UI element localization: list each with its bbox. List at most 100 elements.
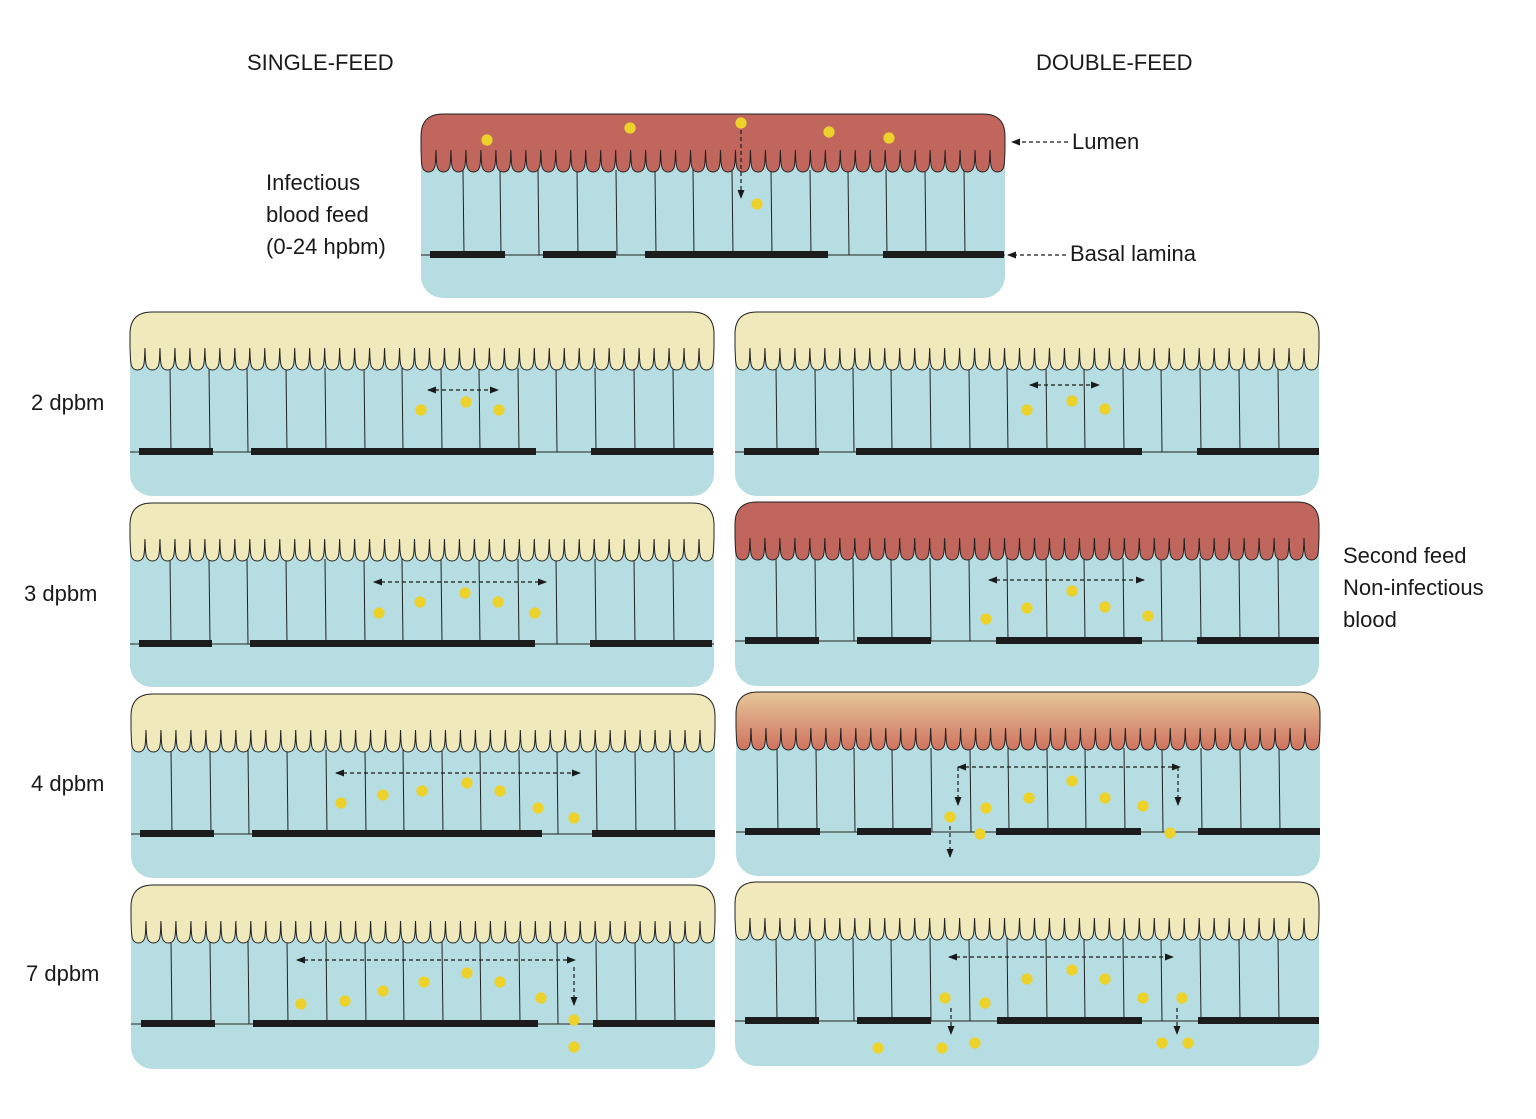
virus-particle-icon (1099, 973, 1111, 985)
cell-border (963, 169, 966, 256)
cell-border (1238, 367, 1241, 453)
cell-border (246, 558, 249, 645)
cell-border (208, 367, 211, 453)
basal-lamina-segment (1198, 1017, 1319, 1024)
virus-particle-icon (568, 1014, 580, 1026)
cell-border (853, 747, 856, 833)
cell-border (170, 940, 173, 1025)
virus-particle-icon (1164, 827, 1176, 839)
cell-border (517, 558, 520, 645)
cell-border (1122, 937, 1125, 1022)
virus-particle-icon (944, 811, 956, 823)
cell-border (364, 940, 367, 1025)
panel-double-3dpbm (734, 501, 1320, 686)
cell-border (169, 558, 172, 645)
basal-lamina-segment (744, 448, 819, 455)
virus-particle-icon (335, 797, 347, 809)
cell-border (441, 749, 444, 835)
basal-lamina-segment (251, 448, 536, 455)
cell-border (775, 367, 778, 453)
cell-border (968, 937, 971, 1022)
basal-lamina-segment (139, 448, 213, 455)
basal-lamina-segment (1198, 828, 1320, 835)
cell-border (1239, 747, 1242, 833)
cell-border (285, 558, 288, 645)
virus-particle-icon (1021, 404, 1033, 416)
cell-border (1160, 937, 1163, 1022)
cell-border (929, 557, 932, 642)
cell-border (517, 367, 520, 453)
virus-particle-icon (1066, 395, 1078, 407)
cell-border (890, 367, 893, 453)
cell-border (518, 940, 521, 1025)
cell-border (1123, 747, 1126, 833)
virus-particle-icon (416, 785, 428, 797)
cell-border (929, 937, 932, 1022)
cell-border (441, 940, 444, 1025)
cell-border (809, 169, 812, 256)
midgut-lumen (130, 884, 716, 944)
virus-particle-icon (1066, 964, 1078, 976)
cell-border (401, 367, 404, 453)
midgut-lumen (130, 693, 716, 753)
virus-particle-icon (883, 132, 895, 144)
basal-lamina-segment (745, 828, 820, 835)
basal-lamina-segment (593, 1020, 715, 1027)
basal-lamina-segment (857, 1017, 931, 1024)
cell-border (169, 367, 172, 453)
virus-particle-icon (1137, 992, 1149, 1004)
midgut-lumen (129, 311, 715, 371)
panel-infectious-feed (420, 113, 1006, 298)
cell-border (852, 937, 855, 1022)
cell-border (776, 747, 779, 833)
cell-border (1160, 367, 1163, 453)
virus-particle-icon (414, 596, 426, 608)
panel-single-7dpbm (130, 884, 716, 1069)
virus-particle-icon (461, 777, 473, 789)
cell-border (1007, 747, 1010, 833)
cell-border (1160, 557, 1163, 642)
cell-border (885, 169, 888, 256)
cell-border (1083, 557, 1086, 642)
cell-border (363, 558, 366, 645)
basal-lamina-segment (645, 251, 828, 258)
cell-border (556, 940, 559, 1025)
infectious-feed-label-line: (0-24 hpbm) (266, 234, 386, 259)
cell-border (633, 367, 636, 453)
cell-border (890, 557, 893, 642)
cell-border (1277, 367, 1280, 453)
cell-border (1161, 747, 1164, 833)
cell-border (286, 749, 289, 835)
virus-particle-icon (969, 1037, 981, 1049)
cell-border (402, 940, 405, 1025)
cell-border (775, 557, 778, 642)
cell-border (968, 367, 971, 453)
cell-border (1277, 937, 1280, 1022)
virus-particle-icon (872, 1042, 884, 1054)
virus-particle-icon (460, 396, 472, 408)
basal-lamina-segment (430, 251, 505, 258)
virus-particle-icon (1066, 775, 1078, 787)
cell-border (401, 558, 404, 645)
single-feed-header: SINGLE-FEED (247, 50, 394, 75)
virus-particle-icon (1021, 973, 1033, 985)
basal-lamina-segment (745, 1017, 819, 1024)
cell-border (537, 169, 540, 256)
cell-border (815, 747, 818, 833)
virus-particle-icon (568, 812, 580, 824)
cell-border (595, 749, 598, 835)
cell-border (363, 367, 366, 453)
basal-lamina-segment (997, 1017, 1142, 1024)
cell-border (673, 749, 676, 835)
cell-border (814, 367, 817, 453)
cell-border (462, 169, 465, 256)
basal-lamina-segment (252, 830, 542, 837)
virus-particle-icon (415, 404, 427, 416)
virus-particle-icon (1182, 1037, 1194, 1049)
second-feed-note-line: blood (1343, 607, 1397, 632)
cell-border (1083, 937, 1086, 1022)
virus-particle-icon (979, 997, 991, 1009)
cell-border (364, 749, 367, 835)
cell-border (1122, 367, 1125, 453)
